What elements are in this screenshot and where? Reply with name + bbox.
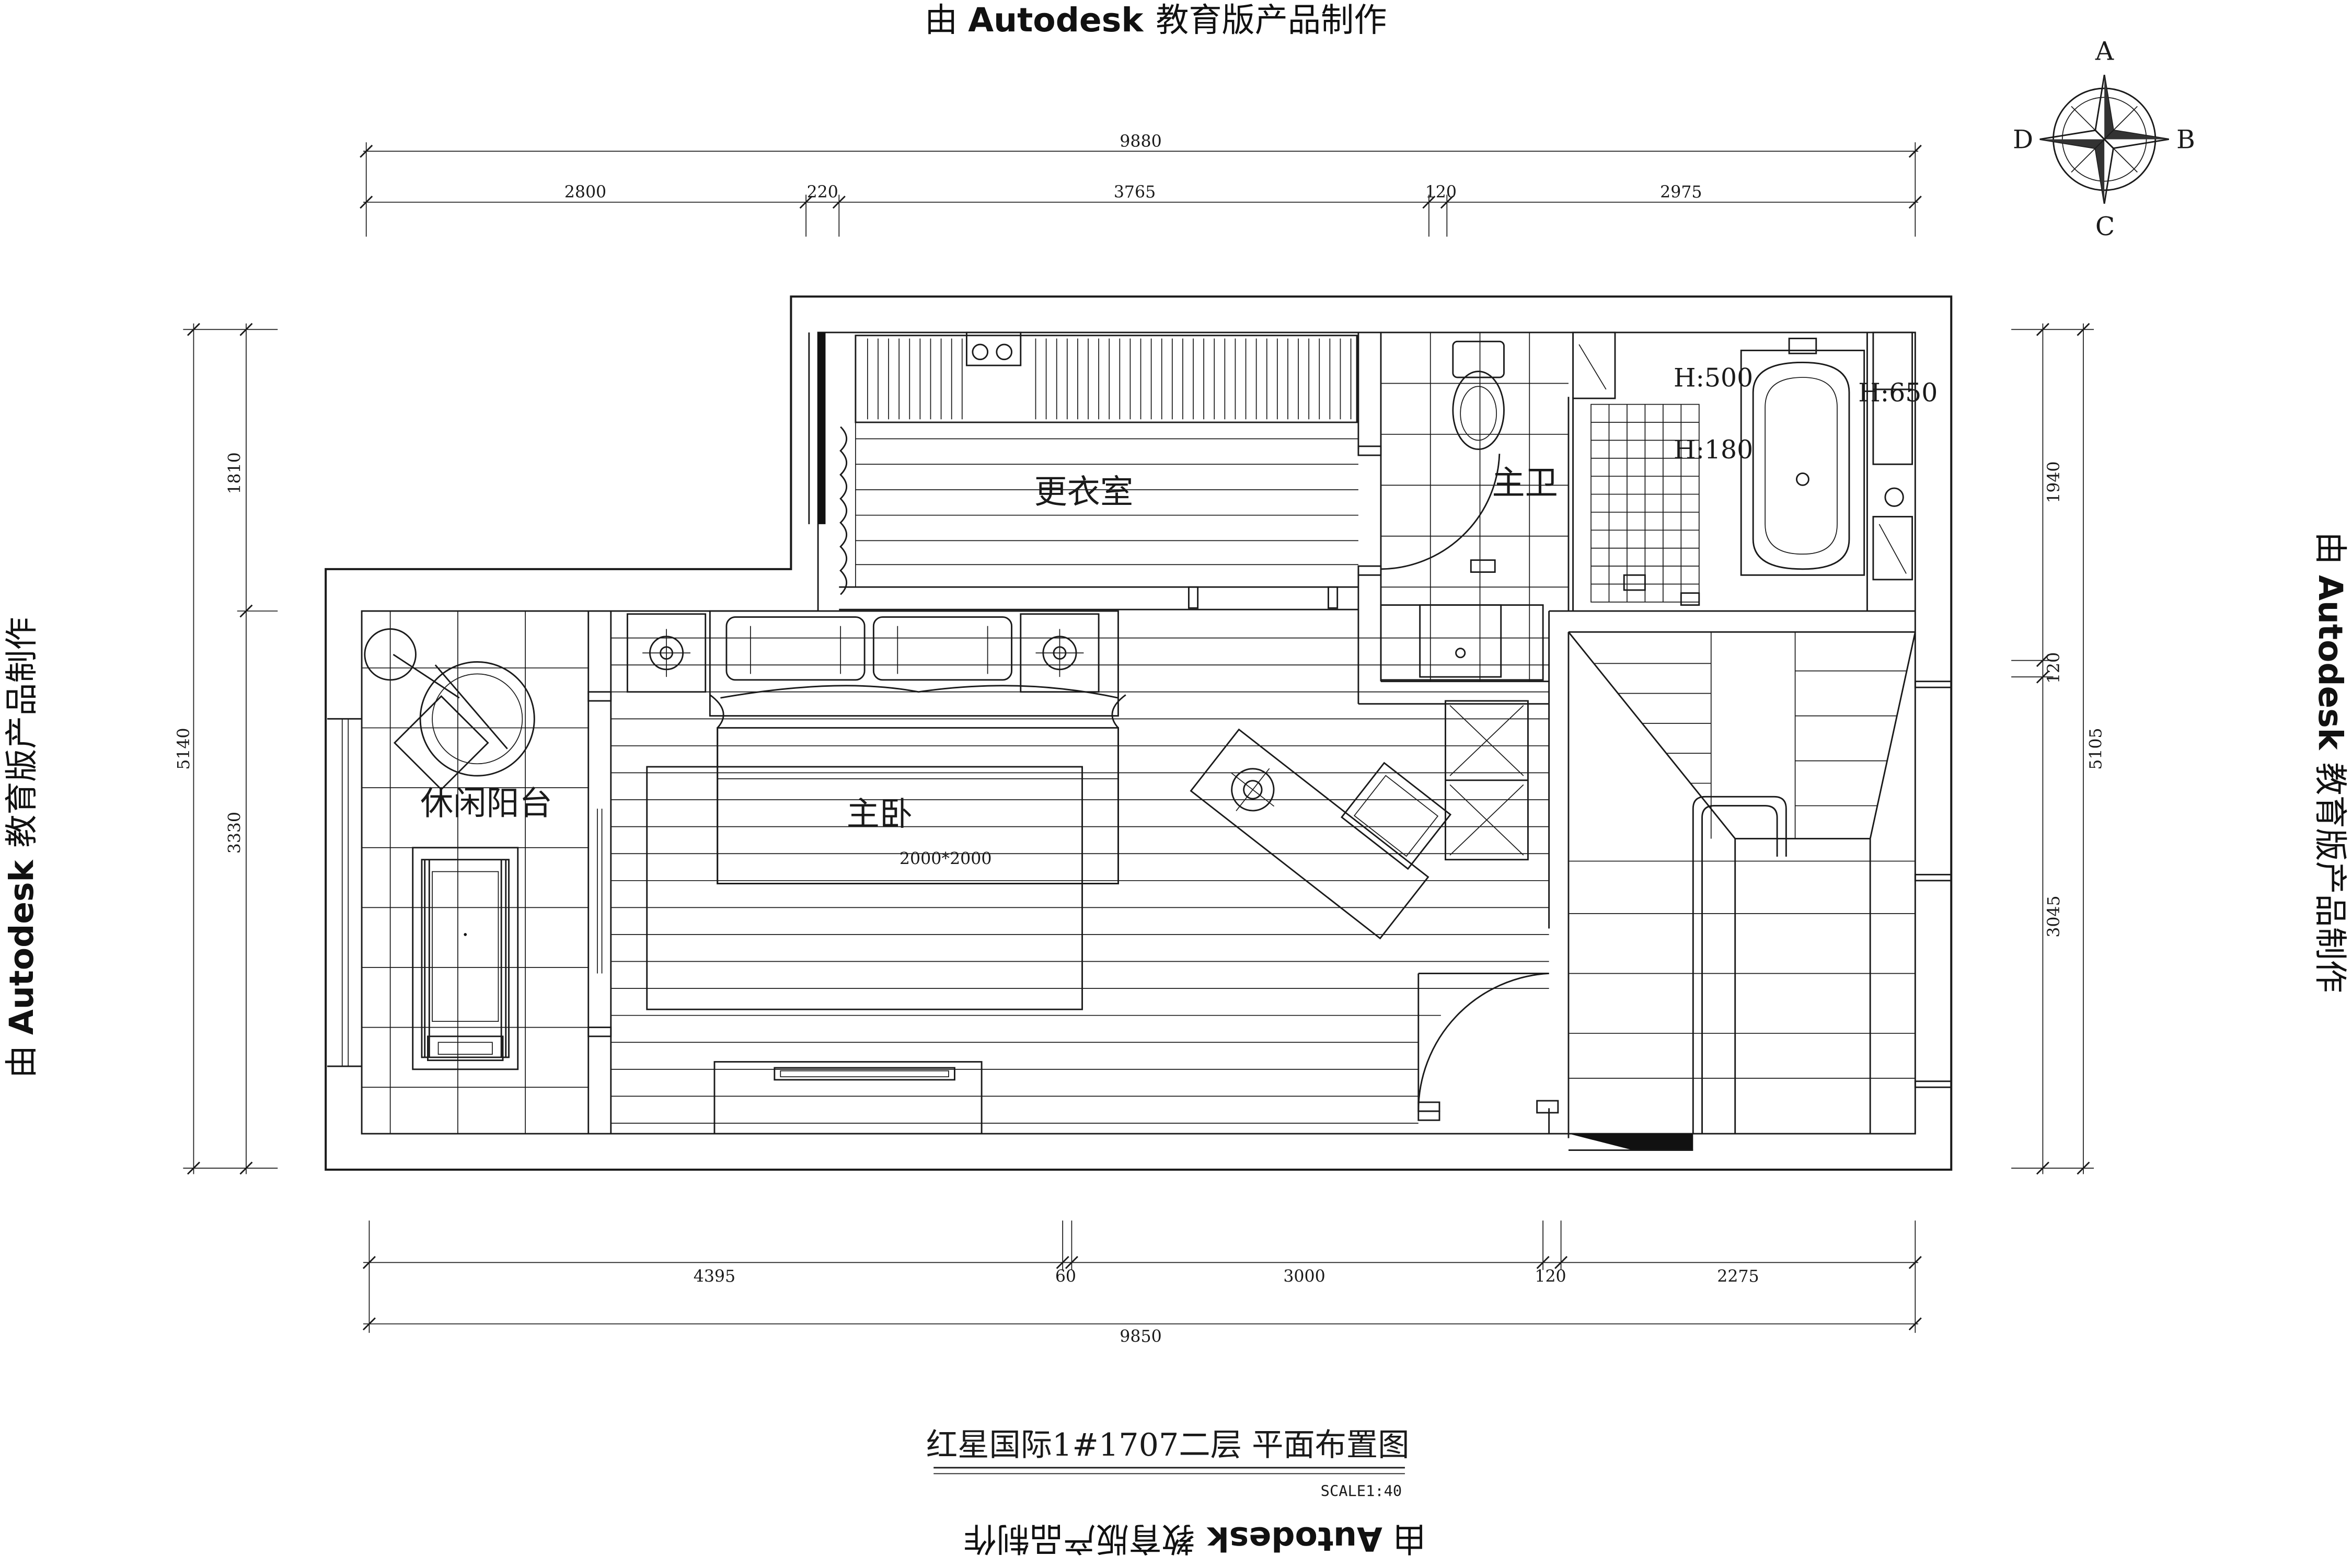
compass-c-label: C bbox=[2095, 212, 2115, 241]
dimension-top: 9880 2800 220 3765 120 2975 bbox=[360, 132, 1922, 237]
dimension-bottom: 4395 60 3000 120 2275 9850 bbox=[362, 1220, 1922, 1346]
drawing-title: 红星国际1#1707二层 平面布置图 bbox=[926, 1427, 1410, 1463]
height-label: H:650 bbox=[1858, 378, 1938, 408]
svg-text:Autodesk: Autodesk bbox=[1206, 1520, 1382, 1559]
svg-text:由: 由 bbox=[2311, 532, 2350, 564]
svg-text:Autodesk: Autodesk bbox=[2, 859, 41, 1035]
title-block: 红星国际1#1707二层 平面布置图 SCALE1:40 bbox=[926, 1427, 1410, 1500]
nightstand-right bbox=[1020, 613, 1100, 693]
dim-bottom-seg: 2275 bbox=[1717, 1267, 1759, 1286]
height-label: H:500 bbox=[1674, 363, 1753, 393]
toilet bbox=[1452, 340, 1505, 451]
dim-left-seg: 1810 bbox=[225, 452, 244, 494]
compass-b-label: B bbox=[2176, 125, 2195, 155]
dimension-right: 1940 120 3045 5105 bbox=[2011, 322, 2105, 1175]
dim-top-seg: 120 bbox=[1425, 183, 1457, 202]
room-label-bedroom: 主卧 bbox=[847, 794, 913, 833]
bedroom-door-swing[interactable] bbox=[1417, 973, 1549, 1112]
dim-bottom-seg: 3000 bbox=[1283, 1267, 1325, 1286]
dressing-room: 更衣室 bbox=[839, 331, 1501, 609]
pillow bbox=[725, 616, 866, 681]
bathtub bbox=[1740, 338, 1865, 576]
lounge-chair bbox=[364, 628, 535, 791]
dim-bottom-seg: 4395 bbox=[694, 1267, 735, 1286]
svg-text:Autodesk: Autodesk bbox=[968, 1, 1144, 39]
dim-top-seg: 3765 bbox=[1114, 183, 1156, 202]
compass-a-label: A bbox=[2095, 37, 2114, 66]
dressing-stool bbox=[965, 331, 1022, 366]
bed-size-label: 2000*2000 bbox=[900, 849, 992, 868]
dim-left-total: 5140 bbox=[175, 728, 193, 770]
bath-door-swing[interactable] bbox=[1380, 449, 1501, 570]
svg-text:教育版产品制作: 教育版产品制作 bbox=[964, 1520, 1195, 1559]
svg-text:由: 由 bbox=[1393, 1520, 1426, 1559]
watermark-top: 由 Autodesk 教育版产品制作 bbox=[925, 1, 1387, 39]
room-label-bath: 主卫 bbox=[1492, 464, 1558, 502]
svg-text:Autodesk: Autodesk bbox=[2311, 575, 2350, 751]
compass-d-label: D bbox=[2013, 125, 2033, 155]
staircase bbox=[1567, 631, 1952, 1151]
dim-bottom-seg: 60 bbox=[1055, 1267, 1076, 1286]
master-bath: 主卫 H:500 H:650 H:180 bbox=[1380, 331, 1938, 682]
watermark-right: 由 Autodesk 教育版产品制作 bbox=[2311, 532, 2350, 993]
watermark-left: 由 Autodesk 教育版产品制作 bbox=[2, 617, 41, 1078]
height-label: H:180 bbox=[1674, 435, 1753, 465]
washbasin bbox=[1380, 559, 1544, 681]
dim-top-seg: 220 bbox=[807, 183, 838, 202]
treadmill bbox=[412, 847, 519, 1070]
tv-console bbox=[713, 1061, 983, 1135]
wardrobe-cabinet bbox=[1445, 700, 1529, 861]
wardrobe-hangers bbox=[867, 338, 1352, 420]
master-bedroom: 主卧 2000*2000 bbox=[587, 610, 1559, 1135]
dim-top-total: 9880 bbox=[1120, 132, 1161, 151]
dim-right-seg: 3045 bbox=[2045, 895, 2063, 937]
dim-top-seg: 2975 bbox=[1660, 183, 1702, 202]
desk-chair bbox=[1340, 762, 1452, 870]
rug bbox=[646, 766, 1083, 1010]
svg-text:教育版产品制作: 教育版产品制作 bbox=[1156, 1, 1387, 39]
room-label-balcony: 休闲阳台 bbox=[420, 784, 552, 823]
watermark-bottom: 由 Autodesk 教育版产品制作 bbox=[964, 1520, 1426, 1559]
shower-grid bbox=[1590, 403, 1700, 603]
handrail bbox=[1692, 795, 1787, 1134]
dim-right-seg: 120 bbox=[2045, 652, 2063, 684]
pillow bbox=[872, 616, 1012, 681]
dim-bottom-seg: 120 bbox=[1535, 1267, 1566, 1286]
svg-text:由: 由 bbox=[2, 1045, 41, 1078]
bath-floor-tiles bbox=[1380, 332, 1569, 682]
dim-right-seg: 1940 bbox=[2045, 462, 2063, 503]
dim-right-total: 5105 bbox=[2086, 728, 2105, 770]
floor-planks bbox=[855, 438, 1358, 566]
dim-left-seg: 3330 bbox=[225, 812, 244, 854]
svg-text:教育版产品制作: 教育版产品制作 bbox=[2, 617, 41, 848]
curtain bbox=[839, 426, 848, 595]
room-label-dressing: 更衣室 bbox=[1034, 472, 1133, 511]
dim-bottom-total: 9850 bbox=[1120, 1327, 1161, 1346]
leisure-balcony: 休闲阳台 bbox=[362, 611, 589, 1134]
svg-text:教育版产品制作: 教育版产品制作 bbox=[2311, 762, 2350, 993]
dimension-left: 5140 1810 3330 bbox=[175, 322, 278, 1175]
desk bbox=[1190, 728, 1452, 940]
nightstand-left bbox=[626, 613, 707, 693]
drawing-scale: SCALE1:40 bbox=[1321, 1482, 1402, 1500]
bed bbox=[709, 610, 1126, 884]
dim-top-seg: 2800 bbox=[564, 183, 606, 202]
compass-rose: A B C D bbox=[2013, 37, 2195, 241]
svg-text:由: 由 bbox=[925, 1, 958, 39]
